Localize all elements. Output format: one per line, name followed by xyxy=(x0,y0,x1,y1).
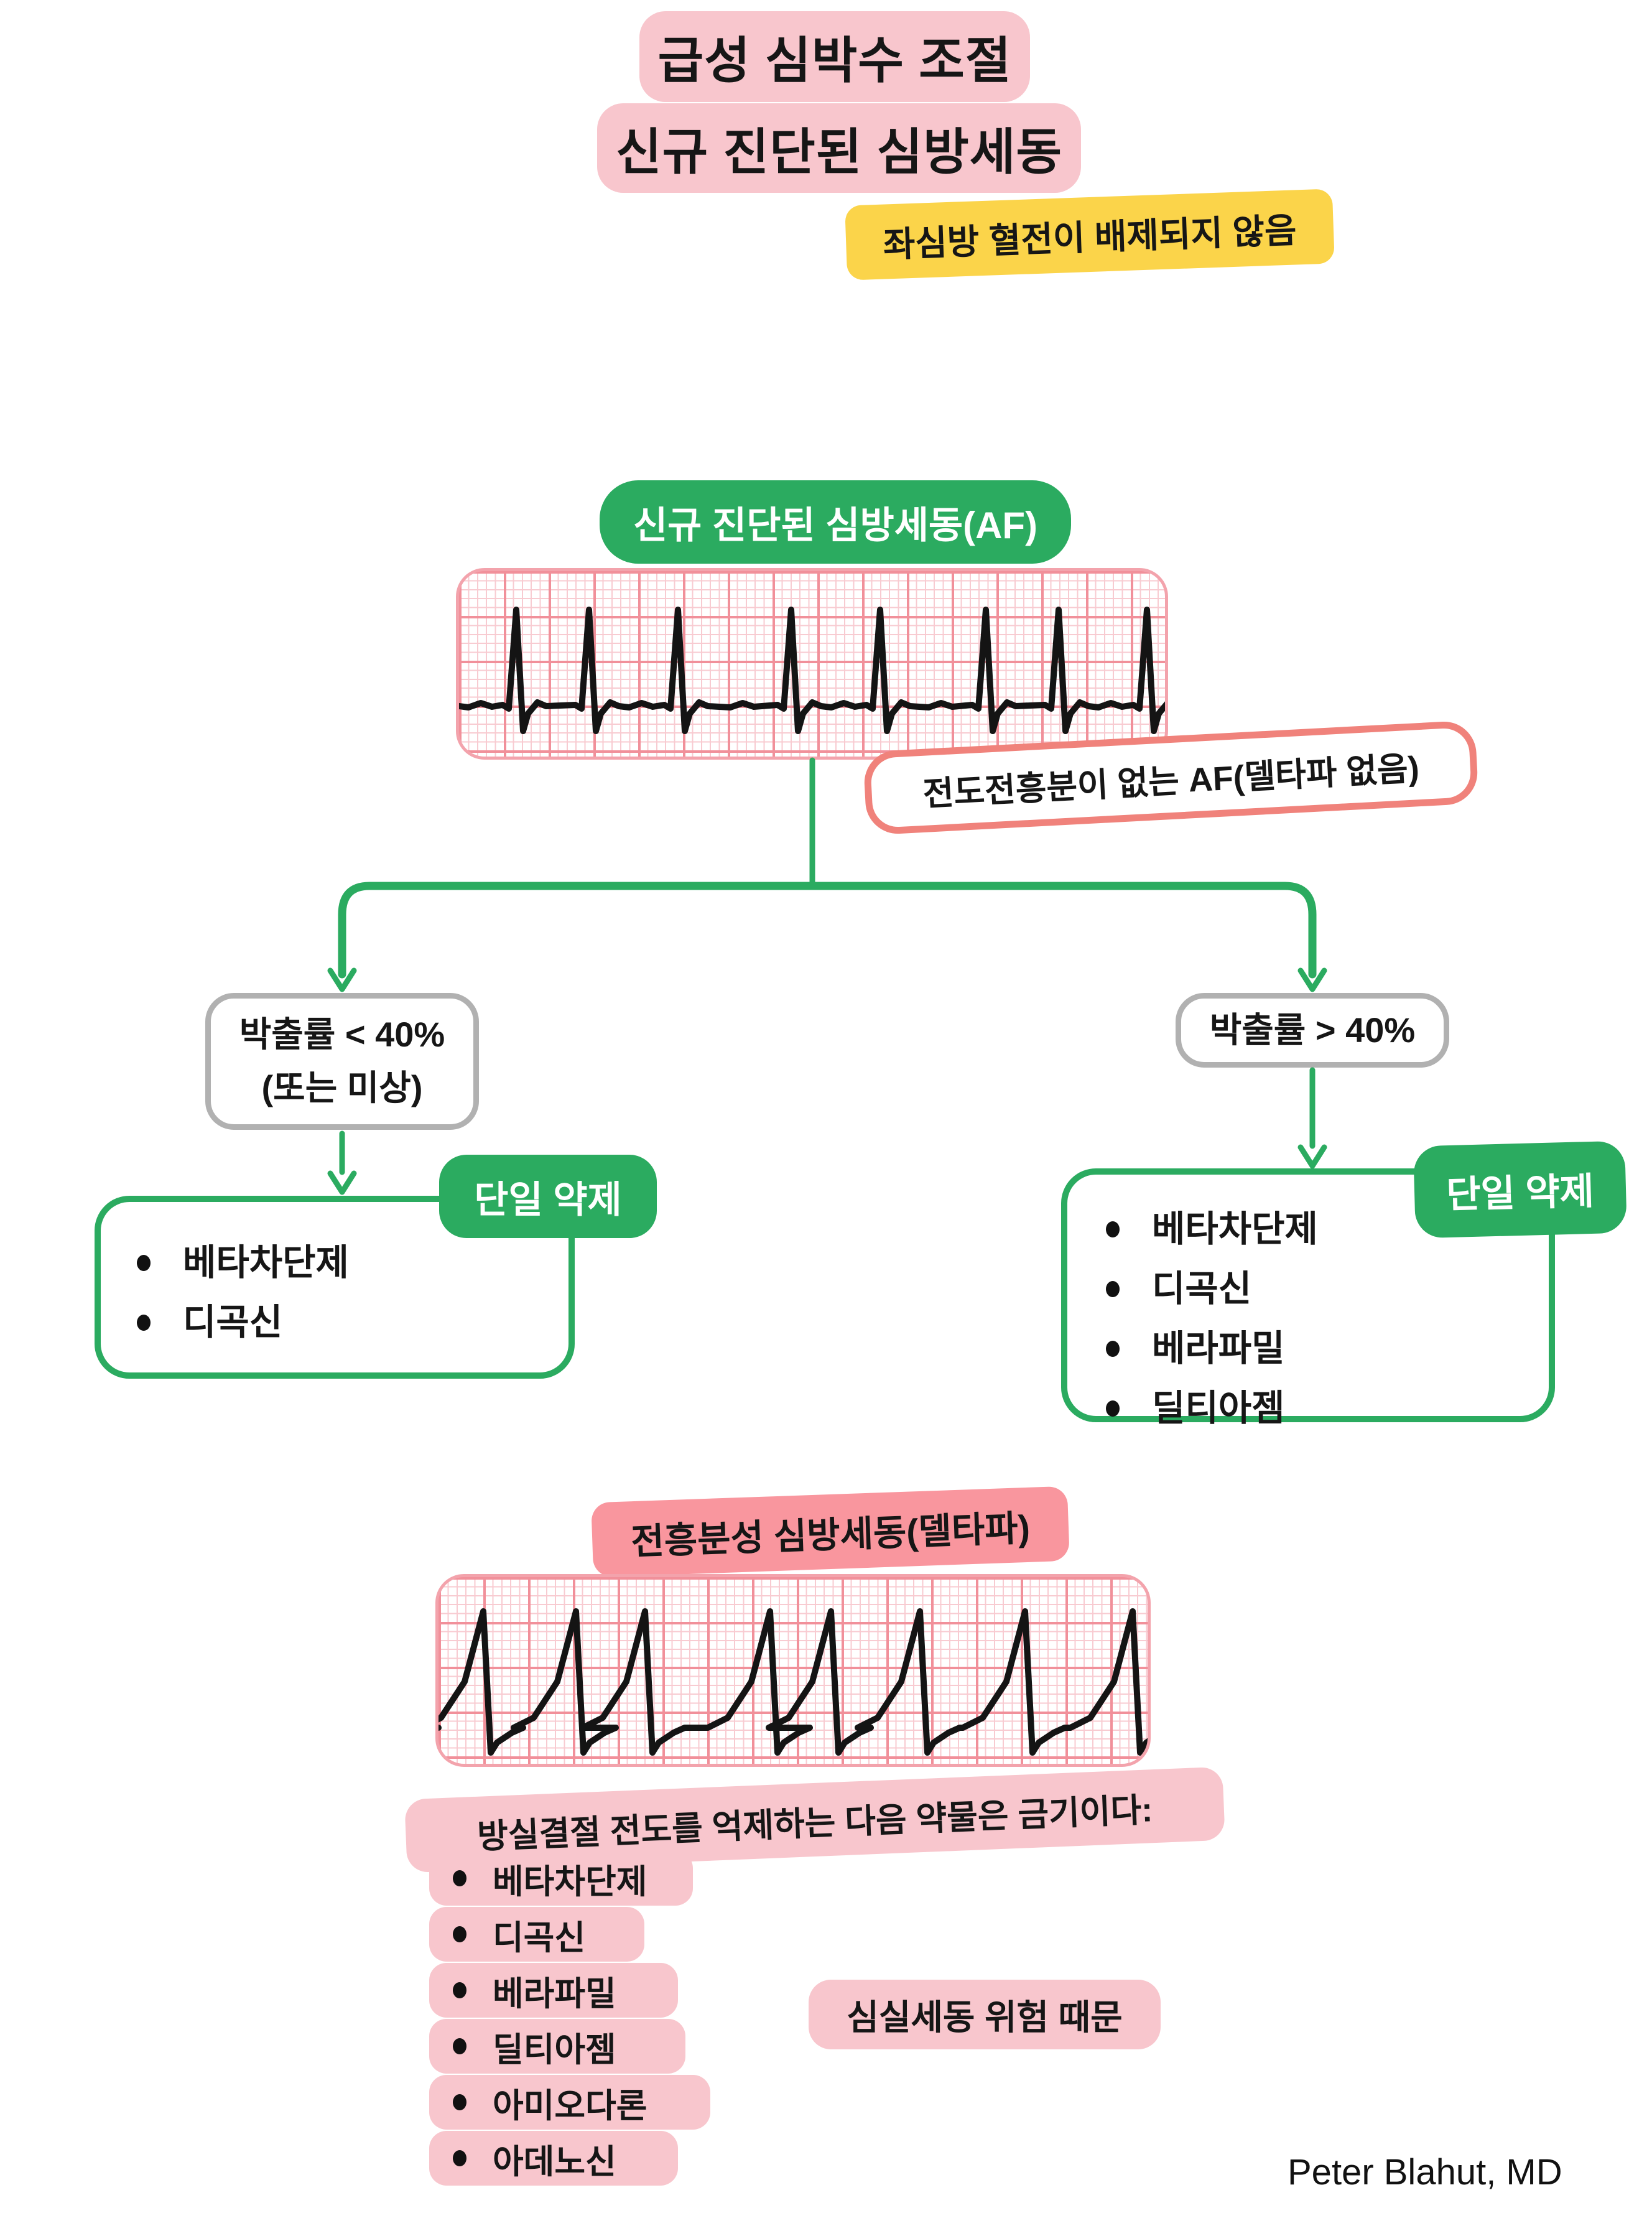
ecg-waveform-delta xyxy=(439,1608,1148,1756)
drug-label: 디곡신 xyxy=(493,1919,586,1957)
ecg-trace xyxy=(439,1608,1148,1756)
list-item: 딜티아젬 xyxy=(1106,1379,1549,1438)
single-agent-tag-right: 단일 약제 xyxy=(1413,1140,1627,1239)
drug-label: 딜티아젬 xyxy=(493,2031,616,2069)
connector-fork xyxy=(338,882,1317,979)
contraindicated-drug-row: 아데노신 xyxy=(429,2131,678,2186)
page-title-line2: 신규 진단된 심방세동 xyxy=(597,103,1081,193)
drug-label: 디곡신 xyxy=(183,1302,283,1343)
list-item: 디곡신 xyxy=(1106,1259,1549,1319)
bullet-dot xyxy=(1106,1341,1120,1357)
ecg-waveform-narrow xyxy=(459,607,1165,734)
bullet-dot xyxy=(1106,1400,1120,1417)
drug-list: 베타차단제 디곡신 베라파밀 딜티아젬 xyxy=(1067,1175,1549,1438)
contraindicated-drug-row: 베라파밀 xyxy=(429,1963,678,2018)
contraindicated-drug-row: 딜티아젬 xyxy=(429,2019,685,2074)
drug-label: 베타차단제 xyxy=(1152,1209,1318,1249)
arrowhead-right-top xyxy=(1297,967,1327,992)
list-item: 베타차단제 xyxy=(1106,1200,1549,1259)
left-atrial-thrombus-note: 좌심방 혈전이 배제되지 않음 xyxy=(845,189,1335,281)
bullet-dot xyxy=(1106,1221,1120,1237)
drug-label: 베라파밀 xyxy=(493,1975,616,2013)
condition-ef-below-40-line1: 박출률 < 40% xyxy=(239,1015,445,1054)
bullet-dot xyxy=(453,2150,466,2166)
drug-label: 아데노신 xyxy=(493,2143,616,2181)
drug-label: 베타차단제 xyxy=(493,1863,647,1901)
condition-ef-above-40: 박출률 > 40% xyxy=(1176,993,1449,1068)
arrowhead-right-bottom xyxy=(1297,1144,1327,1169)
drug-label: 디곡신 xyxy=(1152,1269,1252,1309)
drug-label: 아미오다론 xyxy=(493,2087,647,2125)
bullet-dot xyxy=(453,2038,466,2054)
contraindicated-drug-row: 아미오다론 xyxy=(429,2075,710,2130)
list-item: 베라파밀 xyxy=(1106,1319,1549,1379)
ecg-trace xyxy=(459,607,1165,734)
ecg-strip-preexcited-delta xyxy=(435,1574,1151,1767)
vf-risk-reason-box: 심실세동 위험 때문 xyxy=(809,1980,1161,2049)
author-signature: Peter Blahut, MD xyxy=(1288,2152,1562,2192)
condition-ef-below-40: 박출률 < 40% (또는 미상) xyxy=(205,993,479,1130)
arrowhead-left-bottom xyxy=(327,1170,357,1195)
condition-ef-below-40-line2: (또는 미상) xyxy=(261,1068,423,1107)
drug-list: 베타차단제 디곡신 xyxy=(101,1202,568,1353)
bullet-dot xyxy=(453,1870,466,1886)
bullet-dot xyxy=(137,1315,151,1331)
bullet-dot xyxy=(137,1255,151,1271)
bullet-dot xyxy=(453,2094,466,2110)
list-item: 베타차단제 xyxy=(137,1233,568,1293)
bullet-dot xyxy=(453,1926,466,1942)
drug-label: 딜티아젬 xyxy=(1152,1388,1285,1428)
drug-label: 베라파밀 xyxy=(1152,1328,1285,1369)
page-title-line1: 급성 심박수 조절 xyxy=(639,11,1030,102)
ecg-strip-af-narrow-qrs xyxy=(456,568,1168,760)
arrowhead-left-top xyxy=(327,967,357,992)
root-node-new-af: 신규 진단된 심방세동(AF) xyxy=(600,480,1071,564)
bullet-dot xyxy=(453,1982,466,1998)
contraindicated-drug-row: 디곡신 xyxy=(429,1907,644,1962)
contraindicated-drug-row: 베타차단제 xyxy=(429,1851,693,1906)
single-agent-tag-left: 단일 약제 xyxy=(439,1155,657,1238)
list-item: 디곡신 xyxy=(137,1293,568,1353)
drug-label: 베타차단제 xyxy=(183,1242,349,1283)
preexcited-af-title: 전흥분성 심방세동(델타파) xyxy=(591,1486,1070,1578)
bullet-dot xyxy=(1106,1281,1120,1297)
